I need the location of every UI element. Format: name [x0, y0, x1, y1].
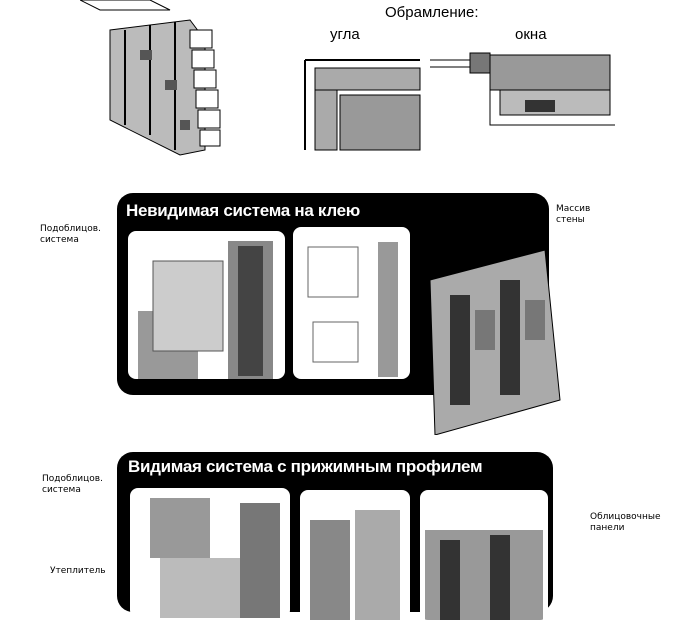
glued-photo-2	[293, 227, 410, 379]
corner-label: угла	[330, 26, 360, 43]
profile-system-panel: Видимая система с прижимным профилем	[117, 452, 553, 620]
window-framing-drawing	[430, 52, 615, 126]
corner-framing-drawing	[304, 59, 421, 151]
window-label: окна	[515, 26, 547, 43]
glued-system-title: Невидимая система на клею	[126, 201, 360, 220]
profile-photo-3	[420, 490, 548, 620]
substructure-label-1: Подоблицов. система	[40, 224, 114, 246]
substructure-label-2: Подоблицов. система	[42, 474, 103, 495]
brick-wall-illustration	[80, 0, 221, 156]
panels-label: Облицовочные панели	[590, 512, 661, 533]
insulation-label: Утеплитель	[50, 566, 106, 576]
substructure-text: Подоблицов. система	[40, 224, 101, 245]
framing-title: Обрамление:	[385, 4, 479, 21]
wall-mass-illustration	[429, 250, 561, 435]
wall-label: Массив стены	[556, 204, 591, 225]
profile-photo-2	[300, 490, 410, 620]
profile-system-title: Видимая система с прижимным профилем	[128, 457, 483, 476]
profile-photo-1	[130, 488, 290, 618]
glued-photo-1	[128, 231, 285, 379]
